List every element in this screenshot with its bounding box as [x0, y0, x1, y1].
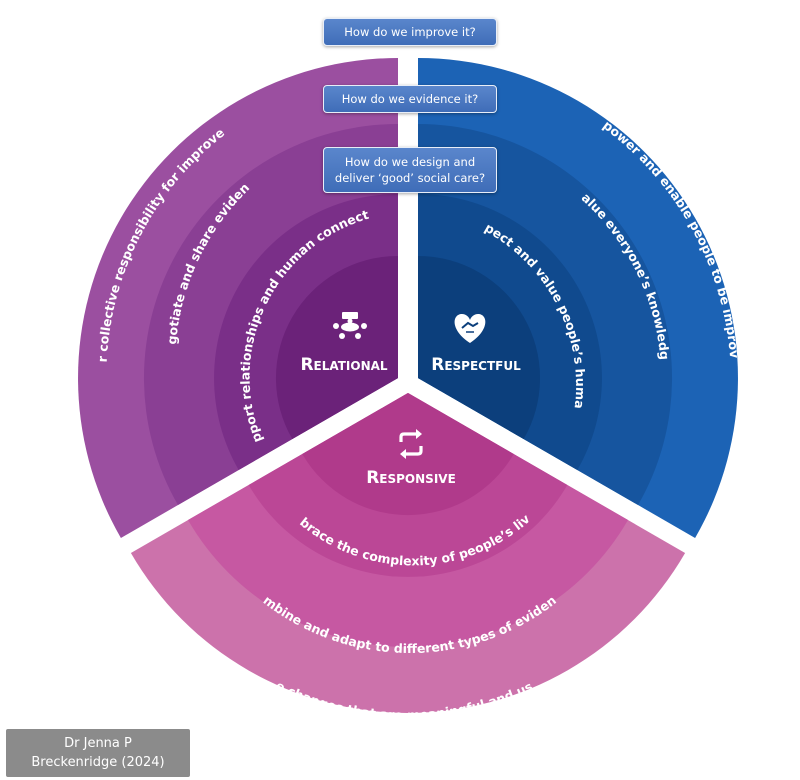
relational-segment — [78, 58, 398, 538]
question-design-box: How do we design and deliver ‘good’ soci… — [323, 147, 497, 193]
responsive-title: RESPONSIVE — [366, 468, 456, 488]
author-credit: Dr Jenna P Breckenridge (2024) — [6, 729, 190, 777]
relational-title: RELATIONAL — [300, 355, 387, 375]
responsive-segment — [130, 393, 686, 713]
question-improve-text: How do we improve it? — [344, 25, 476, 39]
heart-handshake-icon — [454, 314, 486, 343]
question-improve-box: How do we improve it? — [323, 18, 497, 46]
respectful-title: RESPECTFUL — [431, 355, 521, 375]
team-meeting-icon — [333, 312, 367, 339]
respectful-segment — [418, 58, 738, 538]
question-evidence-text: How do we evidence it? — [341, 92, 479, 106]
cycle-arrows-icon — [399, 429, 423, 459]
relational-ring-4 — [275, 256, 398, 439]
credit-line-2: Breckenridge (2024) — [31, 755, 165, 770]
question-design-text: How do we design and deliver ‘good’ soci… — [334, 155, 486, 185]
respectful-ring-4 — [418, 256, 541, 439]
credit-line-1: Dr Jenna P — [64, 736, 132, 751]
question-evidence-box: How do we evidence it? — [323, 85, 497, 113]
